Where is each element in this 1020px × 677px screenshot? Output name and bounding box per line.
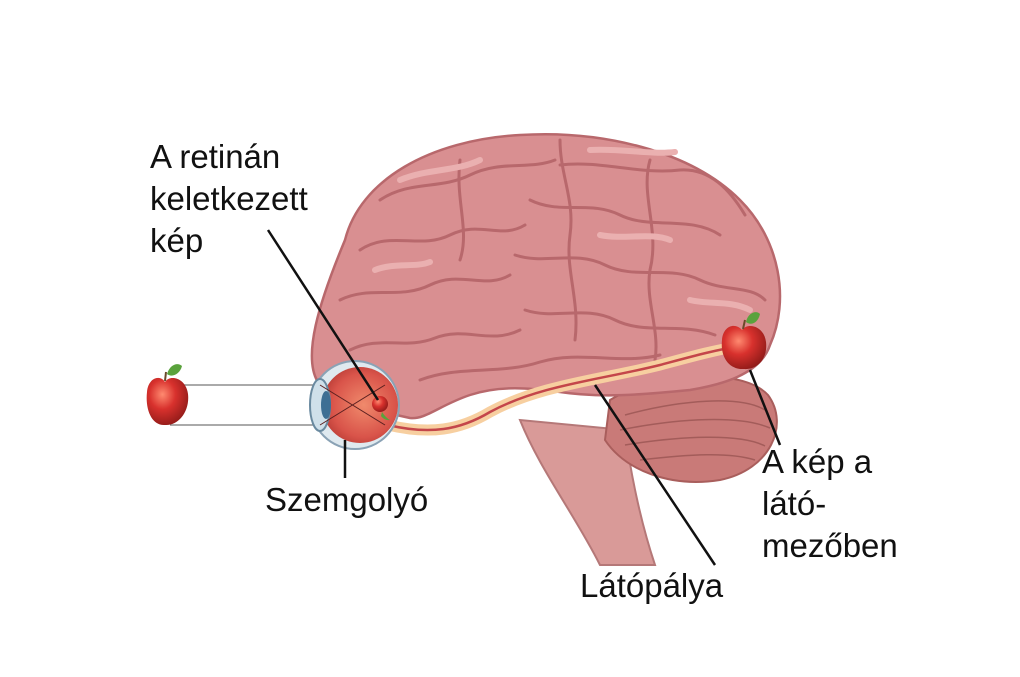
- leader-retina: [266, 229, 380, 401]
- label-eyeball: Szemgolyó: [265, 481, 429, 518]
- cortex-apple: [721, 312, 767, 370]
- label-cortex-line-1: A kép a: [762, 443, 873, 480]
- label-optic-pathway: Látópálya: [580, 567, 724, 604]
- eyeball: [309, 360, 400, 450]
- leader-lines: [266, 229, 782, 566]
- retina-apple: [372, 396, 390, 421]
- label-retina-line-1: A retinán: [150, 138, 281, 175]
- light-rays: [170, 384, 320, 426]
- label-retina-image: A retinán keletkezett kép: [150, 136, 308, 262]
- cerebrum-gyri: [338, 138, 767, 382]
- cerebrum-highlights: [372, 146, 753, 313]
- label-retina-line-2: keletkezett: [150, 180, 308, 217]
- optic-pathway-core: [386, 344, 742, 432]
- cerebellum-folia: [619, 400, 771, 461]
- label-retina-line-3: kép: [150, 222, 204, 259]
- label-cortex-image: A kép a látó- mezőben: [762, 441, 898, 567]
- leader-cortex: [748, 369, 782, 446]
- leader-pathway: [593, 384, 717, 566]
- label-cortex-line-2: látó-: [762, 485, 827, 522]
- label-cortex-line-3: mezőben: [762, 527, 898, 564]
- object-apple: [146, 364, 189, 426]
